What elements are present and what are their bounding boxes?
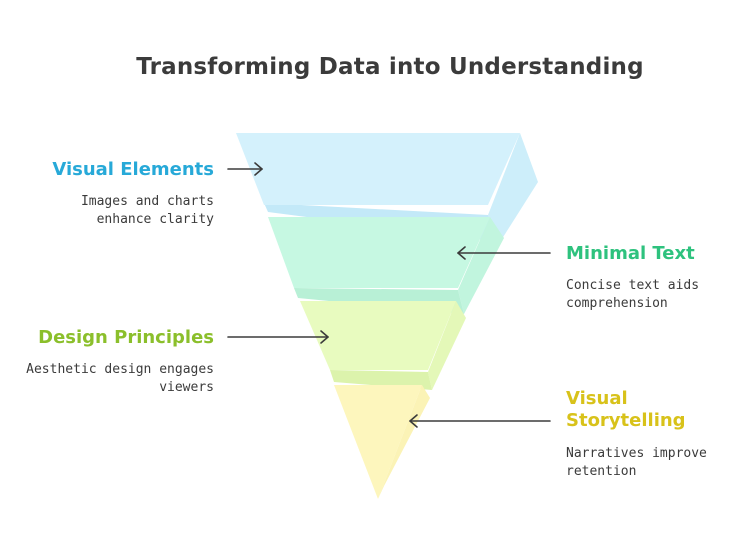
funnel-layer-design-principles-front [300,301,456,370]
arrow-visual-elements [227,162,263,176]
funnel-layer-minimal-text-side [458,217,504,314]
stage-desc-visual-elements: Images and charts enhance clarity [81,193,214,229]
funnel-layer-visual-elements-side [488,133,538,242]
arrow-design-principles [227,330,329,344]
stage-desc-design-principles: Aesthetic design engages viewers [26,361,214,397]
arrow-visual-storytelling [409,414,551,428]
funnel-layer-design-principles [300,301,466,390]
funnel-layer-visual-storytelling-side [378,385,430,499]
stage-desc-line: viewers [159,380,214,395]
stage-desc-line: retention [566,464,637,479]
stage-title-design-principles: Design Principles [38,327,214,348]
stage-desc-line: Aesthetic design engages [26,362,214,377]
funnel-layer-design-principles-side [428,301,466,390]
funnel-layer-visual-storytelling [334,385,430,499]
stage-desc-visual-storytelling: Narratives improve retention [566,445,707,481]
funnel-layer-visual-storytelling-front [334,385,422,499]
stage-desc-line: Images and charts [80,194,214,209]
funnel-layer-minimal-text [268,217,504,314]
stage-title-line: Visual [566,388,628,409]
stage-desc-line: Concise text aids [566,278,700,293]
stage-title-minimal-text: Minimal Text [566,243,695,264]
stage-title-visual-storytelling: Visual Storytelling [566,388,686,432]
funnel-layer-minimal-text-front [268,217,490,288]
stage-desc-line: Narratives improve [566,446,707,461]
diagram-title: Transforming Data into Understanding [136,54,644,80]
stage-desc-line: comprehension [566,296,668,311]
funnel-layer-visual-elements-front [236,133,520,205]
stage-title-line: Storytelling [566,410,686,431]
arrow-minimal-text [457,246,551,260]
stage-desc-line: enhance clarity [96,212,214,227]
stage-title-visual-elements: Visual Elements [52,159,214,180]
stage-desc-minimal-text: Concise text aids comprehension [566,277,699,313]
